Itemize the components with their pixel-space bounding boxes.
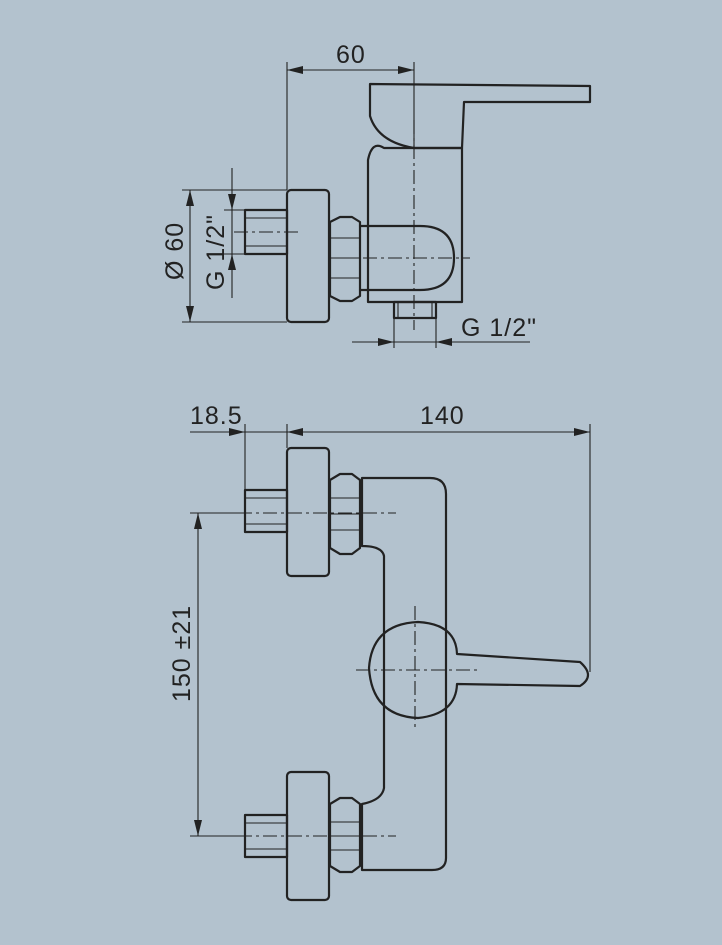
dim-front-offset: 18.5	[190, 402, 243, 430]
top-view: 60 Ø 60 G 1/2" G 1/2"	[161, 41, 592, 348]
front-upper-flange	[285, 446, 331, 578]
front-lower-nut	[328, 796, 362, 874]
front-view: 18.5 140 150 ±21	[168, 402, 591, 902]
front-upper-nut	[328, 472, 362, 556]
dim-top-inlet-thread: G 1/2"	[202, 214, 230, 290]
front-valve-body	[360, 476, 448, 872]
top-lever	[368, 82, 592, 150]
top-outlet-nipple	[392, 300, 438, 320]
dim-top-diameter: Ø 60	[161, 222, 189, 280]
top-hex-nut	[328, 215, 362, 303]
front-lever	[367, 620, 590, 720]
dim-front-centers: 150 ±21	[168, 605, 196, 702]
top-connector	[358, 224, 456, 292]
dim-front-length: 140	[420, 402, 465, 430]
front-upper-nipple	[243, 488, 289, 534]
dim-top-outlet-thread: G 1/2"	[461, 314, 537, 342]
dim-top-width: 60	[336, 41, 366, 69]
top-wall-flange	[285, 188, 331, 324]
